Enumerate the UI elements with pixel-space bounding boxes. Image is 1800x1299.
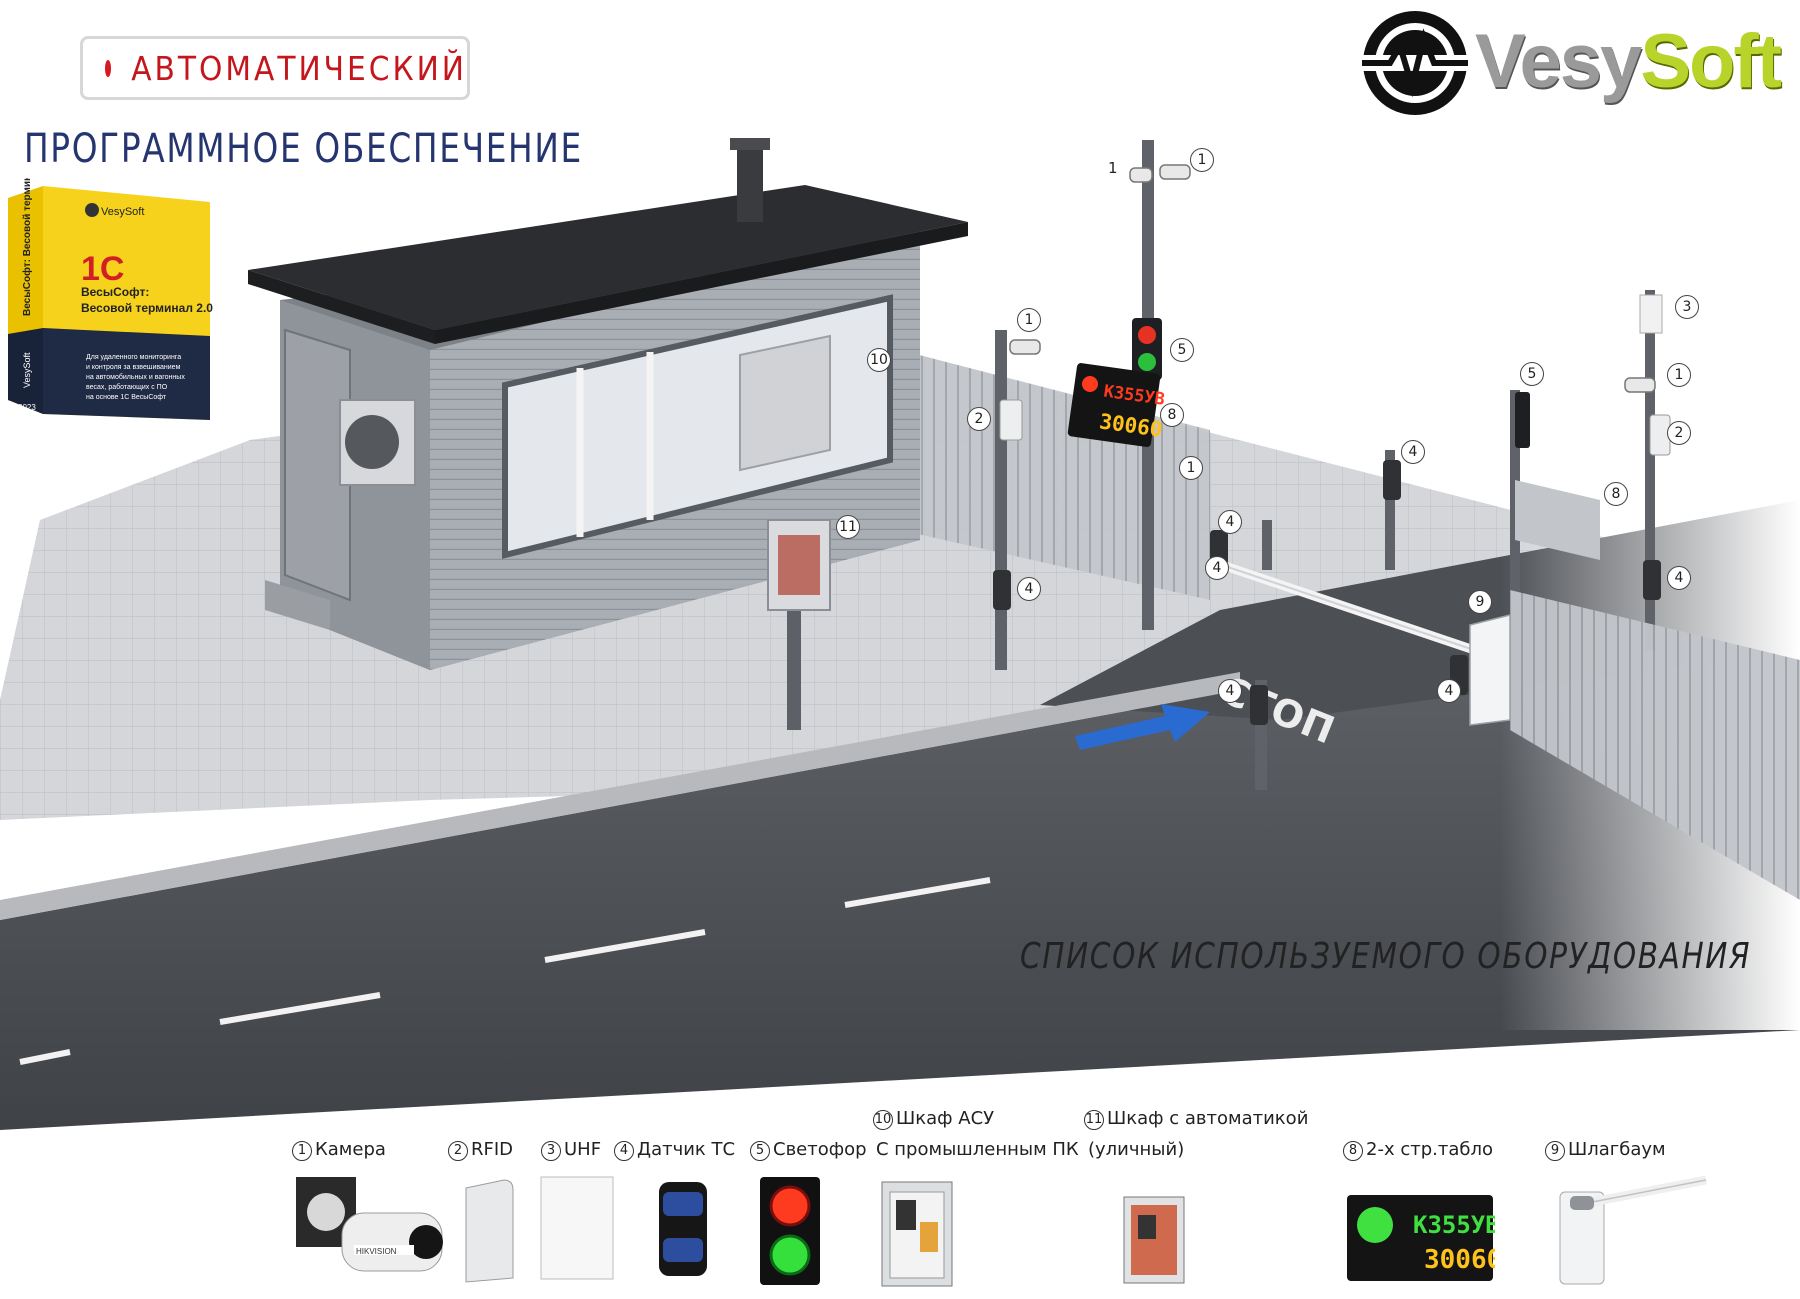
legend-acs-cabinet-label-line2: С промышленным ПК [876,1139,1079,1160]
callout-sensor-1: 4 [1017,577,1041,601]
legend-street-cabinet-image [1123,1196,1185,1284]
svg-text:на основе 1С ВесыСофт: на основе 1С ВесыСофт [86,394,167,401]
legend-barrier-image [1559,1175,1707,1285]
pole-tag: 1 [1108,159,1118,177]
callout-camera-display: 1 [1179,456,1203,480]
vesysoft-logo-icon [1360,11,1470,115]
callout-rfid-left: 2 [967,407,991,431]
svg-text:К355УВ: К355УВ [1413,1211,1495,1239]
mode-badge: АВТОМАТИЧЕСКИЙ [80,36,470,100]
svg-text:весах, работающих с ПО: весах, работающих с ПО [86,383,168,391]
svg-text:2023: 2023 [18,403,36,412]
callout-uhf: 3 [1675,295,1699,319]
callout-barrier: 9 [1468,590,1492,614]
uhf-antenna-scene [1639,294,1663,334]
software-title: ПРОГРАММНОЕ ОБЕСПЕЧЕНИЕ [24,126,583,172]
svg-text:VesySoft: VesySoft [101,206,144,218]
booth-roof [248,185,968,330]
scene-led-display [1067,363,1161,447]
scene-cameras [1009,164,1656,393]
svg-text:VesySoft: VesySoft [22,352,32,388]
scene-barrier [1220,560,1511,726]
callout-acs-cabinet: 10 [867,348,891,372]
callout-traffic-light-2: 5 [1520,362,1544,386]
callout-sensor-3: 4 [1401,440,1425,464]
rfid-reader-scene-1 [999,399,1023,441]
legend-acs-cabinet-image [881,1181,953,1287]
legend-display-image: К355УВ 30060 [1347,1195,1495,1281]
sign-panel [1515,480,1600,560]
gate-fence [1510,590,1800,900]
callout-sensor-5: 4 [1218,679,1242,703]
callout-display-panel: 8 [1604,482,1628,506]
callout-camera-right: 1 [1667,363,1691,387]
svg-text:на автомобильных и вагонных: на автомобильных и вагонных [86,373,185,381]
curb [0,672,1240,920]
legend-rfid-image [465,1179,514,1283]
svg-text:и контроля за взвешиванием: и контроля за взвешиванием [86,364,181,371]
product-box: VesySoft 1C ВесыСофт: Весовой терминал 2… [8,178,213,420]
svg-text:ВесыСофт:: ВесыСофт: [81,285,149,299]
equipment-list-title: СПИСОК ИСПОЛЬЗУЕМОГО ОБОРУДОВАНИЯ [1020,936,1752,977]
svg-text:ВесыСофт: Весовой терминал 2.0: ВесыСофт: Весовой терминал 2.0 [21,178,33,316]
street-cabinet [767,519,831,730]
callout-traffic-light-1: 5 [1170,338,1194,362]
mode-status-dot [105,59,112,77]
svg-text:Весовой терминал 2.0: Весовой терминал 2.0 [81,301,213,315]
scene-traffic-light-2 [1515,392,1530,448]
vehicle-sensors [993,460,1661,725]
main-road [0,650,1800,1130]
scene-traffic-light-1 [1132,318,1162,380]
mode-label: АВТОМАТИЧЕСКИЙ [131,48,467,88]
callout-sensor-6: 4 [1437,679,1461,703]
legend-uhf-image [540,1176,614,1280]
svg-text:1C: 1C [81,250,124,288]
callout-street-cabinet: 11 [836,515,860,539]
svg-text:HIKVISION: HIKVISION [356,1247,397,1256]
callout-display-scene: 8 [1160,403,1184,427]
legend-camera-image: HIKVISION [296,1177,443,1272]
callout-camera-left: 1 [1017,308,1041,332]
callout-rfid-right: 2 [1667,421,1691,445]
svg-text:Для удаленного мониторинга: Для удаленного мониторинга [86,354,181,361]
lane-markings [19,877,991,1065]
vesysoft-logo-text: VesySoft [1475,19,1782,104]
legend-traffic-light-image [760,1177,820,1285]
svg-text:30060: 30060 [1424,1245,1495,1275]
entry-arrow [1075,704,1210,750]
callout-sensor-4: 4 [1667,566,1691,590]
legend-sensor-image [659,1182,707,1276]
callout-camera-top: 1 [1190,148,1214,172]
vesysoft-logo: VesySoft [1360,6,1800,122]
legend-street-cabinet-label-line2: (уличный) [1088,1139,1185,1160]
callout-sensor-2: 4 [1218,510,1242,534]
chimney [737,142,763,222]
callout-sensor-7: 4 [1205,556,1229,580]
